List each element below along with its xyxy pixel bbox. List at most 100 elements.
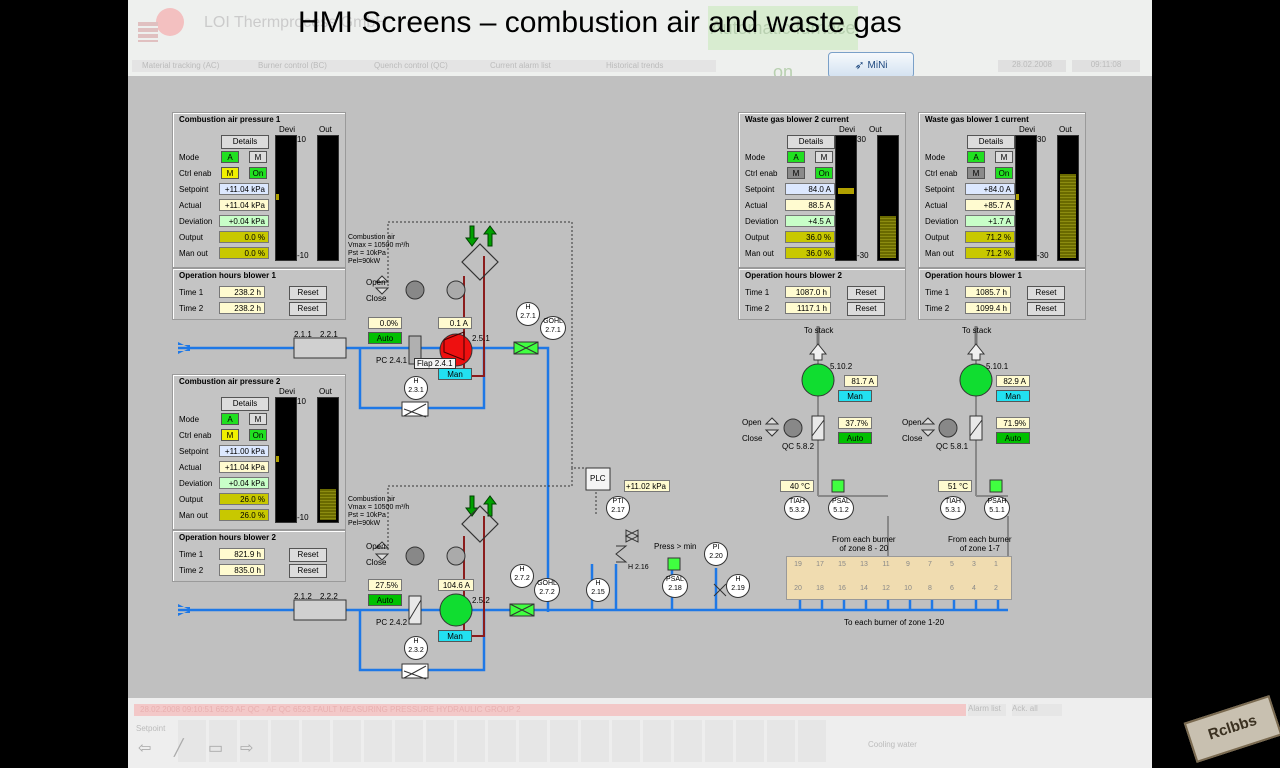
menu-icon[interactable]: ▭ (208, 740, 224, 757)
ohb1-time2-value: 238.2 h (219, 302, 265, 314)
nav-back-icon[interactable]: ⇦ (138, 740, 152, 757)
wg2-row-b-button[interactable]: M (815, 151, 833, 163)
zone-number: 12 (882, 585, 890, 592)
ohwb2-time2-label: Time 2 (745, 304, 770, 313)
wg2-row-a-button[interactable]: M (787, 167, 805, 179)
damper-582-auto-button[interactable]: Auto (838, 432, 872, 444)
wg1-out-label: Out (1059, 125, 1072, 134)
h-272: H 2.7.2 (510, 564, 534, 588)
cap2-row-b-button[interactable]: M (249, 413, 267, 425)
cap1-row-b-button[interactable]: On (249, 167, 267, 179)
cap2-out-bar (317, 397, 339, 523)
cap2-row-b-button[interactable]: On (249, 429, 267, 441)
ohb2-time2-label: Time 2 (179, 566, 204, 575)
cap1-row-a-button[interactable]: A (221, 151, 239, 163)
wg1-scale-bottom: -30 (1037, 251, 1049, 260)
ack-all-button[interactable]: Ack. all (1012, 704, 1062, 716)
qc-582: QC 5.8.2 (782, 442, 815, 451)
wg2-row-value[interactable]: 36.0 % (785, 247, 835, 259)
mini-logo-icon: ➶ (854, 58, 865, 72)
nav-forward-icon[interactable]: ⇨ (240, 740, 254, 757)
cap1-scale-bottom: -10 (297, 251, 309, 260)
zone-number: 17 (816, 561, 824, 568)
tab-3[interactable]: Current alarm list (480, 60, 600, 72)
wg1-row-b-button[interactable]: On (995, 167, 1013, 179)
cap1-row-b-button[interactable]: M (249, 151, 267, 163)
wg1-row-label: Output (925, 233, 950, 242)
tab-1[interactable]: Burner control (BC) (248, 60, 368, 72)
to-each-burner-label: To each burner of zone 1-20 (844, 618, 945, 627)
psal-512: PSAL 5.1.2 (828, 496, 854, 520)
cap2-row-a-button[interactable]: M (221, 429, 239, 441)
hmi-header: LOI Thermprocess GmbH Automatic furnace … (128, 0, 1152, 82)
ohwb1-reset2-button[interactable]: Reset (1027, 302, 1065, 316)
cap2-note-line: Combustion air (348, 496, 396, 503)
cap2-title: Combustion air pressure 2 (179, 377, 281, 386)
tab-0[interactable]: Material tracking (AC) (132, 60, 252, 72)
tag-5101: 5.10.1 (986, 362, 1009, 371)
wg2-row-a-button[interactable]: A (787, 151, 805, 163)
flap1-position: 0.0% (368, 317, 402, 329)
cap1-note-line: Pel=90kW (348, 258, 381, 265)
wg2-row-b-button[interactable]: On (815, 167, 833, 179)
cap1-row-value[interactable]: 0.0 % (219, 247, 269, 259)
ohb2-reset2-button[interactable]: Reset (289, 564, 327, 578)
cap2-row-label: Mode (179, 415, 200, 424)
wg2-devi-label: Devi (839, 125, 856, 134)
ohb1-reset2-button[interactable]: Reset (289, 302, 327, 316)
ohwb2-reset1-button[interactable]: Reset (847, 286, 885, 300)
ohb2-time1-label: Time 1 (179, 550, 204, 559)
wg1-man-button[interactable]: Man (996, 390, 1030, 402)
ohwb2-reset2-button[interactable]: Reset (847, 302, 885, 316)
wg1-row-a-button[interactable]: M (967, 167, 985, 179)
cap2-scale-top: 10 (297, 397, 306, 406)
cap1-row-a-button[interactable]: M (221, 167, 239, 179)
alarm-footer: 28.02.2008 09:10:51 6523 AF QC - AF QC 6… (128, 698, 1152, 768)
zone-number: 4 (972, 585, 976, 592)
flap2-auto-button[interactable]: Auto (368, 594, 402, 606)
blower2-man-button[interactable]: Man (438, 630, 472, 642)
blower2-current: 104.6 A (438, 579, 474, 591)
pi-220: PI 2.20 (704, 542, 728, 566)
wg1-row-value[interactable]: 71.2 % (965, 247, 1015, 259)
wg1-row-a-button[interactable]: A (967, 151, 985, 163)
zone-number: 10 (904, 585, 912, 592)
cap1-row-label: Ctrl enab (179, 169, 212, 178)
company-name: LOI Thermprocess GmbH (204, 14, 387, 31)
tab-4[interactable]: Historical trends (596, 60, 716, 72)
flap1-auto-button[interactable]: Auto (368, 332, 402, 344)
blower1-man-button[interactable]: Man (438, 368, 472, 380)
tab-2[interactable]: Quench control (QC) (364, 60, 484, 72)
damper-581-auto-button[interactable]: Auto (996, 432, 1030, 444)
zone-number: 15 (838, 561, 846, 568)
h-271: H 2.7.1 (516, 302, 540, 326)
cap2-row-value: +0.04 kPa (219, 477, 269, 489)
wg2-row-value: +4.5 A (785, 215, 835, 227)
company-logo (138, 6, 198, 51)
pti-217: PTI 2.17 (606, 496, 630, 520)
ohb1-reset1-button[interactable]: Reset (289, 286, 327, 300)
cap2-row-label: Actual (179, 463, 202, 472)
wg2-row-label: Mode (745, 153, 766, 162)
cap1-details-button[interactable]: Details (221, 135, 269, 149)
wg1-row-b-button[interactable]: M (995, 151, 1013, 163)
wg2-man-button[interactable]: Man (838, 390, 872, 402)
pen-icon[interactable]: ╱ (174, 740, 184, 757)
cap2-row-label: Setpoint (179, 447, 209, 456)
wg2-details-button[interactable]: Details (787, 135, 835, 149)
combustion-blower-2 (439, 593, 473, 627)
alarm-list-button[interactable]: Alarm list (968, 704, 1006, 716)
alarm-line[interactable]: 28.02.2008 09:10:51 6523 AF QC - AF QC 6… (134, 704, 966, 716)
ohb2-reset1-button[interactable]: Reset (289, 548, 327, 562)
cap2-details-button[interactable]: Details (221, 397, 269, 411)
setpoint-label: Setpoint (136, 724, 166, 733)
zone-number: 7 (928, 561, 932, 568)
wg1-details-button[interactable]: Details (967, 135, 1015, 149)
cap2-row-a-button[interactable]: A (221, 413, 239, 425)
mini-button[interactable]: ➶MiNi (828, 52, 914, 78)
ohb1-time2-label: Time 2 (179, 304, 204, 313)
wg1-scale-top: 30 (1037, 135, 1046, 144)
ohwb1-title: Operation hours blower 1 (925, 271, 1022, 280)
ohwb1-reset1-button[interactable]: Reset (1027, 286, 1065, 300)
cap2-row-value[interactable]: 26.0 % (219, 509, 269, 521)
